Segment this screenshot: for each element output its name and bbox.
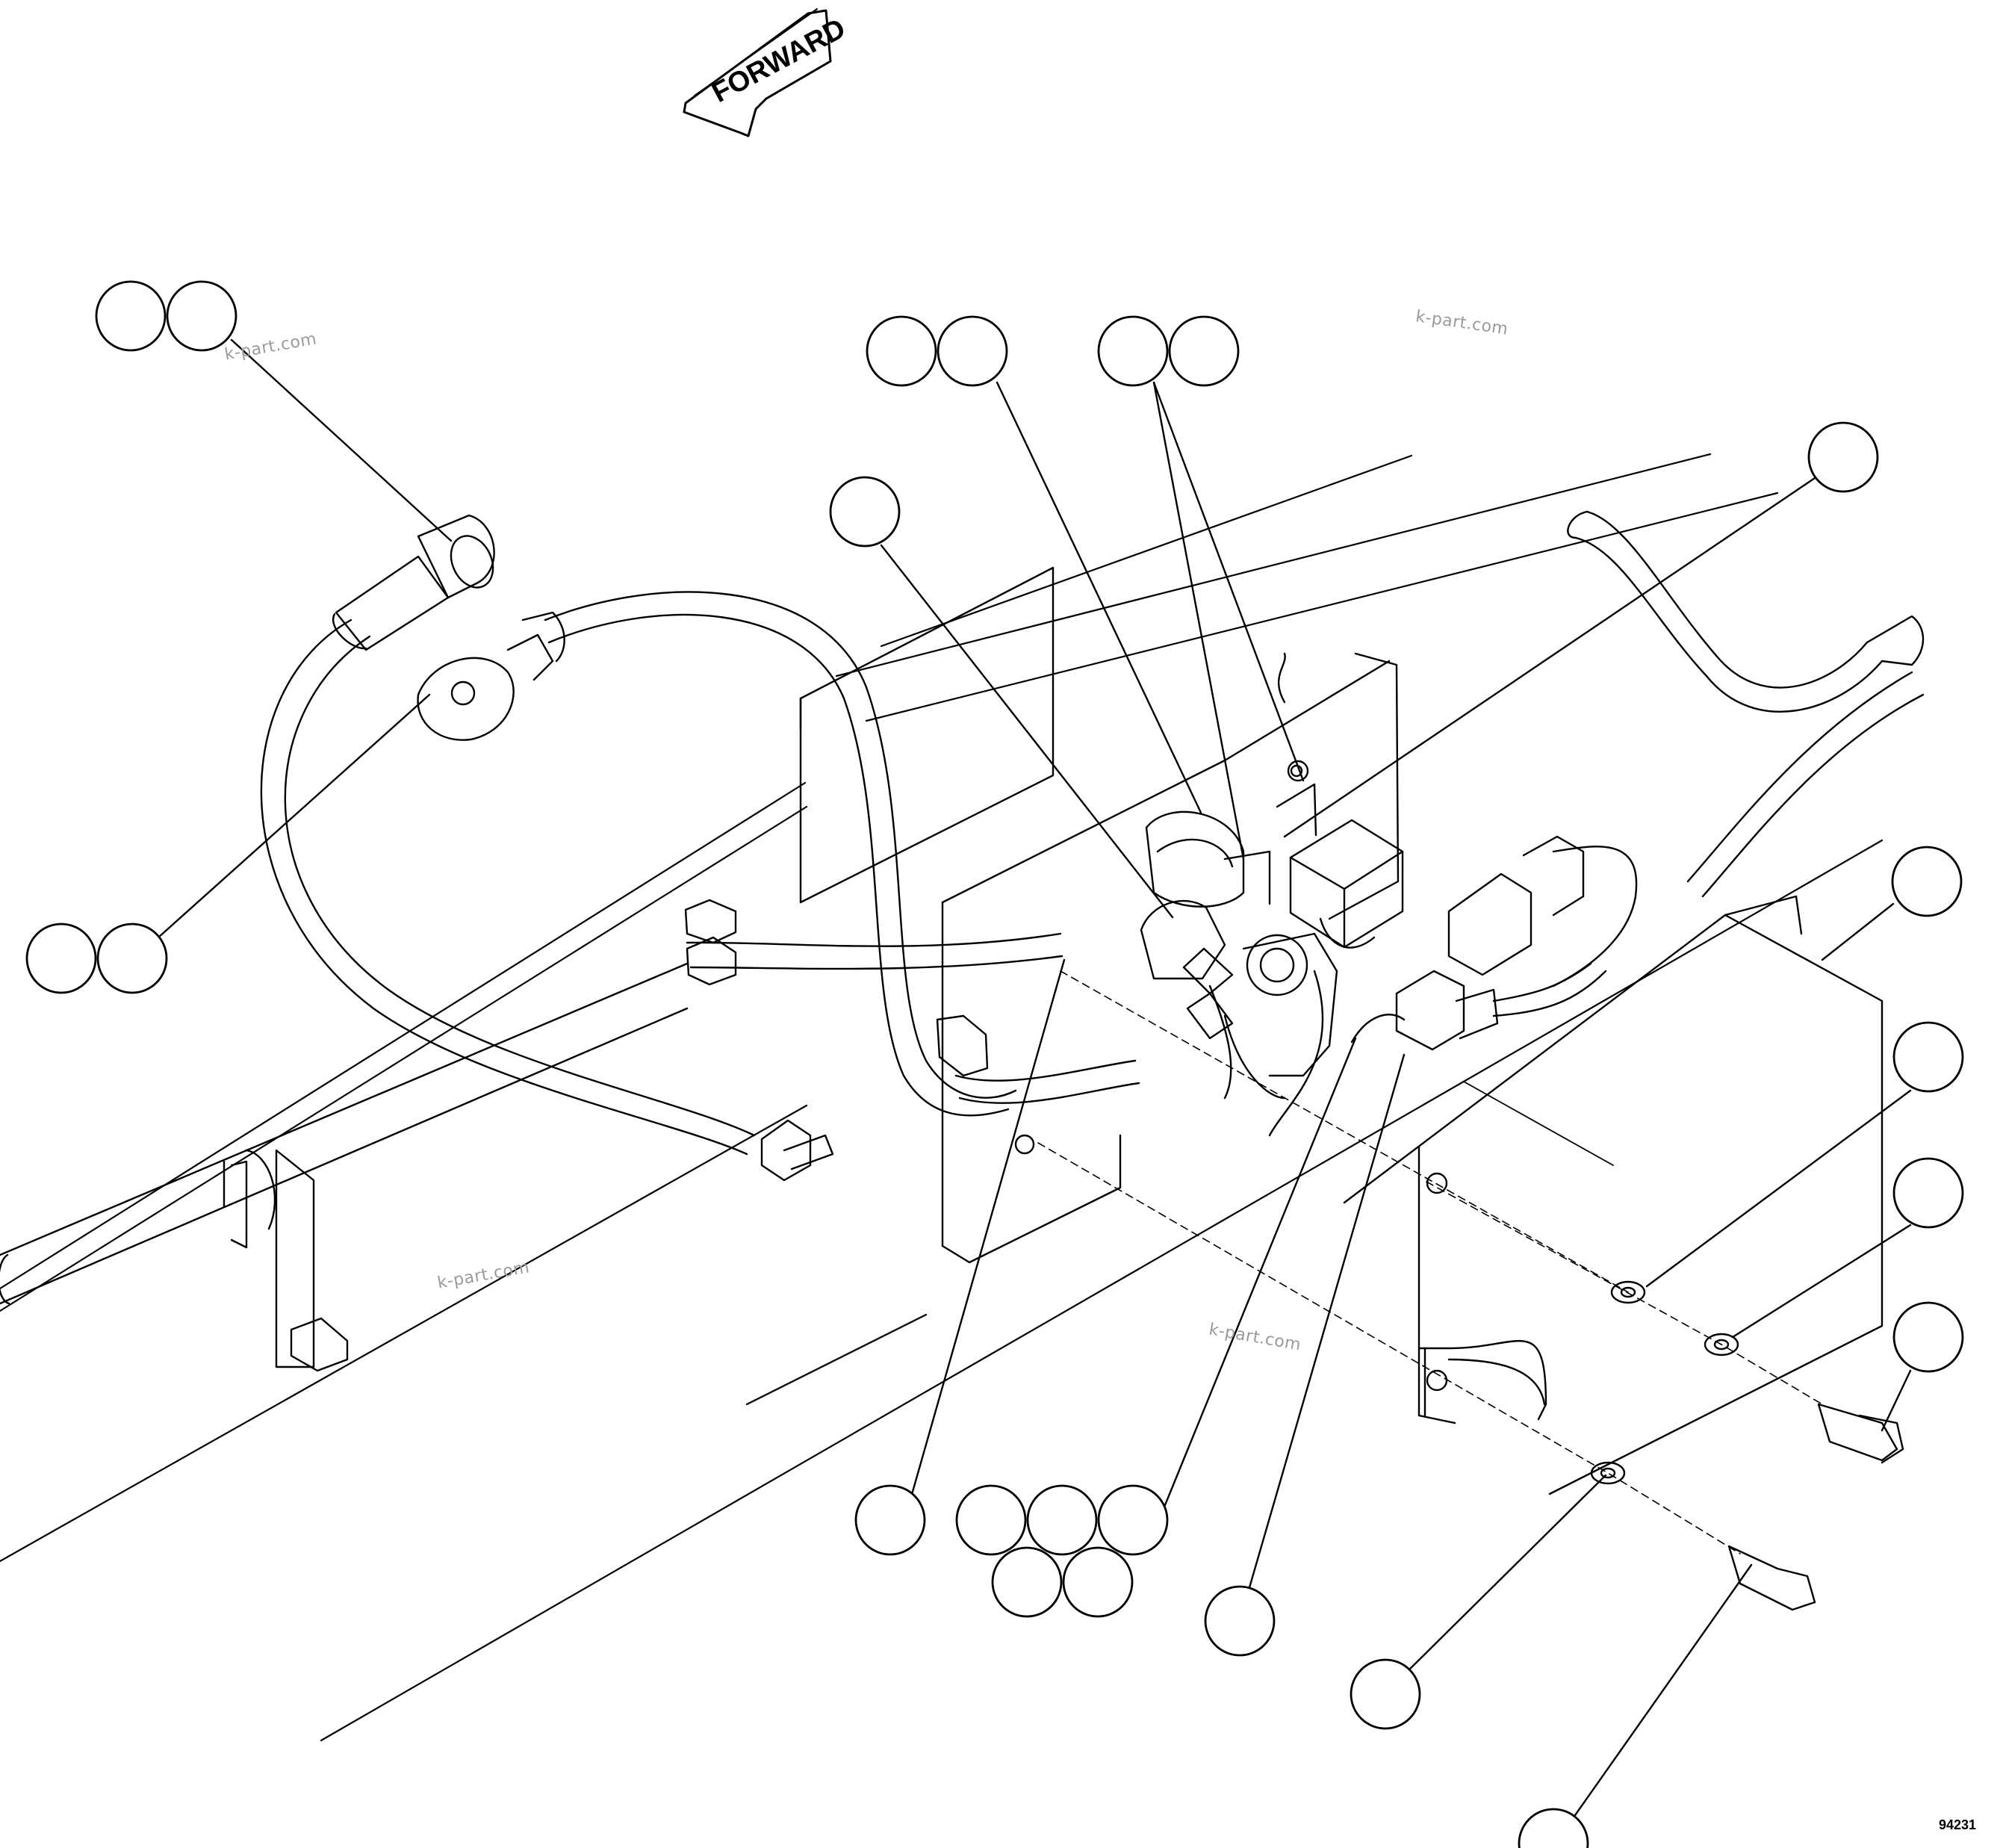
- callout-balloon: [96, 923, 168, 994]
- dashed-axis-lines: [1037, 970, 1823, 1554]
- callout-balloon: [866, 315, 937, 387]
- ring-terminal-top: [332, 514, 495, 651]
- callout-balloon: [1350, 1658, 1421, 1730]
- callout-balloon: [95, 280, 167, 352]
- callout-balloon: [1026, 1484, 1098, 1556]
- callout-balloon: [991, 1546, 1063, 1618]
- figure-id: 94231: [1938, 1817, 1976, 1832]
- callout-balloon: [937, 315, 1008, 387]
- frame-rails: [0, 453, 1884, 1742]
- callout-balloon: [1097, 315, 1169, 387]
- callout-balloon: [854, 1484, 926, 1556]
- callout-balloon: [1518, 1808, 1589, 1848]
- callout-balloon: [1204, 1585, 1276, 1657]
- mounting-bracket: [799, 566, 1400, 1264]
- callout-balloon: [1062, 1546, 1134, 1618]
- fasteners: [1590, 1280, 1904, 1611]
- callout-balloon: [1097, 1484, 1169, 1556]
- forward-arrow: FORWARD: [683, 8, 851, 137]
- junction-cluster: [1140, 810, 1338, 1137]
- callout-balloon: [1892, 1021, 1964, 1093]
- callout-balloon: [955, 1484, 1027, 1556]
- frame-tube: [0, 962, 689, 1305]
- relay-block: [1276, 783, 1404, 949]
- callout-balloon: [166, 280, 237, 352]
- clamps-left: [230, 899, 989, 1372]
- callout-balloon: [1807, 421, 1879, 493]
- callout-balloon: [1891, 846, 1963, 917]
- control-module: [1343, 895, 1884, 1495]
- wire-harness: [260, 510, 1925, 1156]
- callout-balloon: [1892, 1301, 1964, 1373]
- ring-terminal-middle: [417, 611, 565, 741]
- callout-balloon: [1892, 1157, 1964, 1229]
- callout-balloons: [25, 280, 1964, 1848]
- callout-balloon: [829, 476, 901, 548]
- callout-balloon: [25, 923, 97, 994]
- leader-lines: [157, 338, 1912, 1832]
- callout-balloon: [1168, 315, 1240, 387]
